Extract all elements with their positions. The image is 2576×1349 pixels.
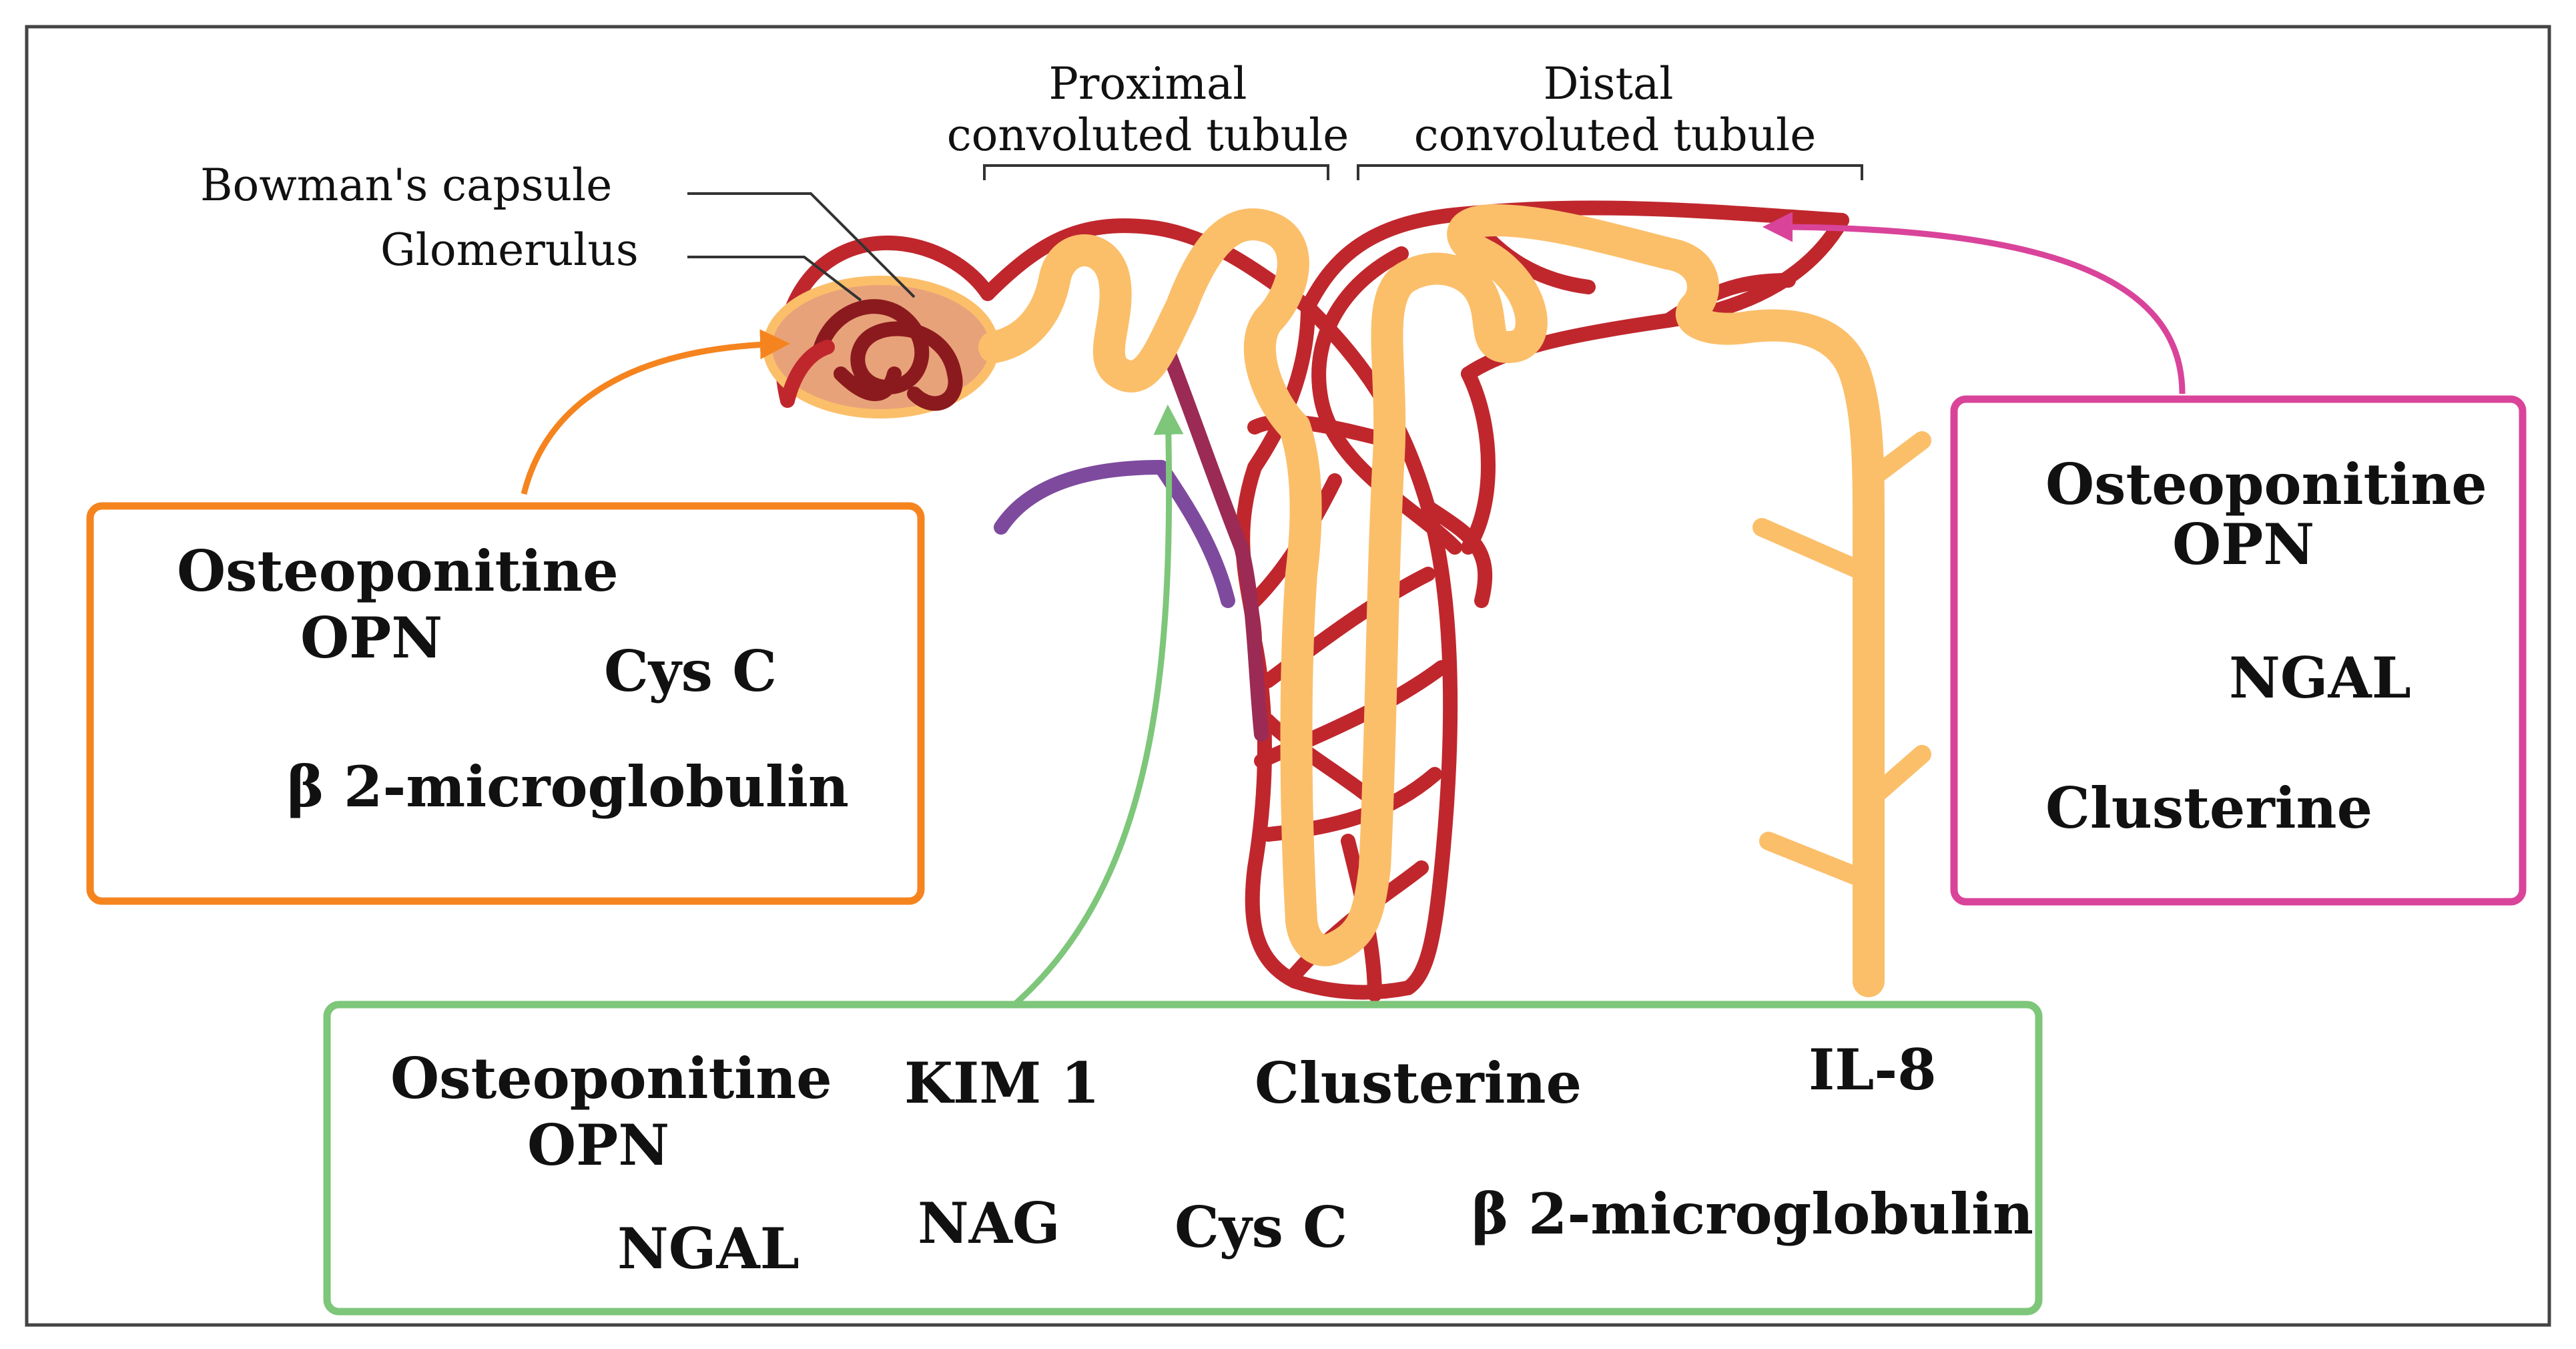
callout-lines — [687, 164, 1863, 302]
glomerulus-marker-cysc: Cys C — [604, 638, 777, 704]
vasa-recta — [994, 326, 1269, 742]
glomerulus-label: Glomerulus — [380, 224, 639, 276]
proximal-tubule — [978, 208, 1351, 967]
proximal-box-border — [323, 1001, 2043, 1316]
proximal-marker-kim1: KIM 1 — [904, 1050, 1100, 1116]
distal-tubule — [1676, 291, 1885, 997]
glomerulus-marker-osteoponitine: Osteoponitine — [177, 538, 619, 604]
distal-marker-opn: OPN — [2172, 511, 2314, 577]
proximal-marker-opn: OPN — [527, 1112, 669, 1178]
proximal-marker-cysc: Cys C — [1175, 1194, 1347, 1260]
proximal-bracket — [983, 164, 1329, 180]
glomerulus-marker-b2m: β 2-microglobulin — [287, 754, 849, 820]
glomerulus-biomarker-box: Osteoponitine OPN Cys C β 2-microglobuli… — [86, 502, 925, 905]
glomerulus-box-border — [86, 502, 925, 905]
proximal-tubule-label-line2: convoluted tubule — [947, 109, 1349, 161]
glomerulus-leader — [687, 256, 862, 302]
bowmans-capsule-leader — [687, 192, 916, 298]
collecting-duct-branches — [1752, 431, 1931, 890]
renal-tubule — [978, 204, 1885, 997]
glomerulus-marker-opn: OPN — [300, 605, 442, 671]
distal-marker-ngal: NGAL — [2229, 645, 2411, 711]
proximal-marker-ngal: NGAL — [617, 1216, 799, 1282]
distal-marker-clusterine: Clusterine — [2045, 775, 2372, 841]
distal-box-border — [1950, 395, 2527, 906]
distal-arrow — [1762, 212, 2186, 394]
distal-tubule-label-line1: Distal — [1544, 58, 1674, 109]
nephron-illustration — [763, 200, 1931, 1002]
loop-of-henle-ascending — [1319, 204, 1719, 964]
glomerulus-shape — [814, 299, 963, 411]
proximal-biomarker-box: Osteoponitine OPN NGAL KIM 1 NAG Cys C C… — [323, 1001, 2043, 1316]
proximal-tubule-label-line1: Proximal — [1048, 58, 1247, 109]
proximal-marker-b2m: β 2-microglobulin — [1472, 1181, 2033, 1247]
renal-corpuscle — [763, 276, 999, 419]
bowmans-capsule-label: Bowman's capsule — [200, 160, 612, 211]
proximal-marker-nag: NAG — [918, 1190, 1060, 1256]
proximal-arrow — [1012, 404, 1184, 1007]
distal-bracket — [1357, 164, 1863, 180]
distal-biomarker-box: Osteoponitine OPN NGAL Clusterine — [1950, 395, 2527, 906]
proximal-marker-osteoponitine: Osteoponitine — [390, 1045, 832, 1111]
proximal-marker-il8: IL-8 — [1809, 1037, 1937, 1103]
glomerulus-arrow — [521, 329, 790, 495]
distal-tubule-label-line2: convoluted tubule — [1414, 109, 1817, 161]
figure-frame — [25, 25, 2551, 1327]
distal-marker-osteoponitine: Osteoponitine — [2045, 451, 2487, 517]
proximal-marker-clusterine: Clusterine — [1255, 1050, 1582, 1116]
afferent-arteriole — [780, 340, 835, 408]
